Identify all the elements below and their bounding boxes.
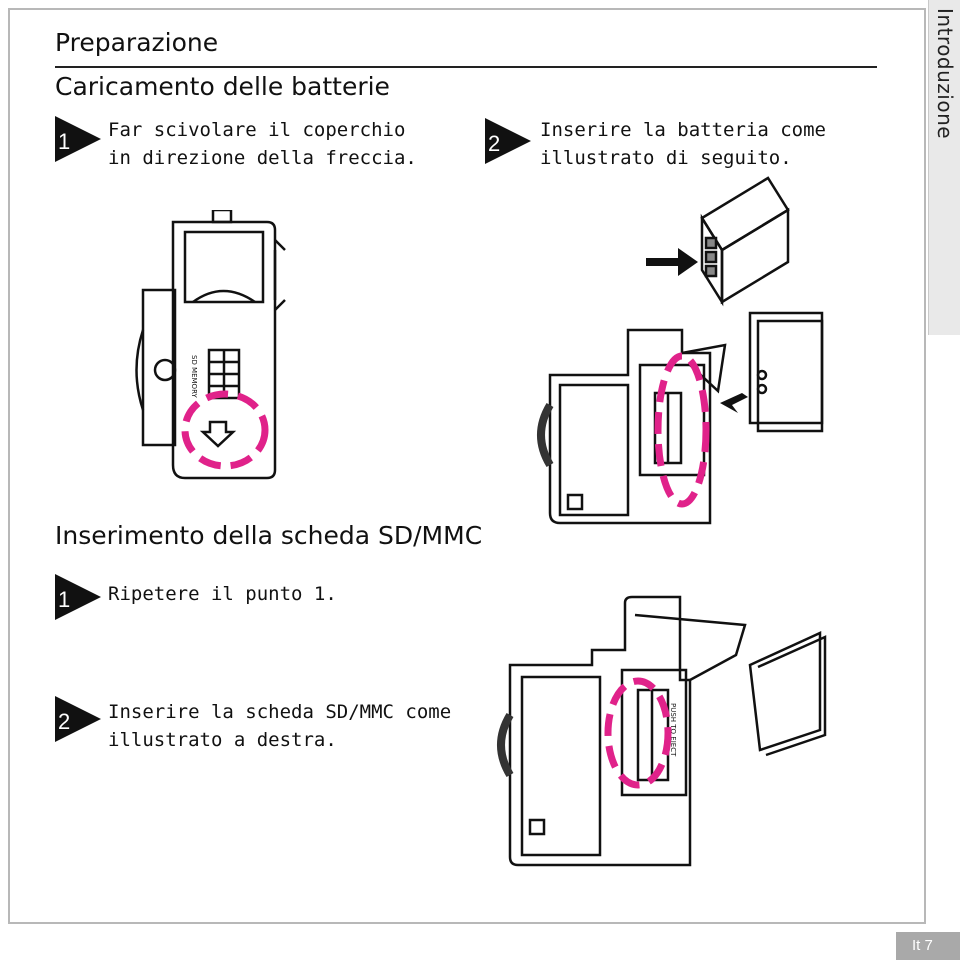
step-arrow-icon: 2 [485,118,531,164]
step-text-line: Ripetere il punto 1. [108,583,337,605]
page-number-badge: It 7 [896,932,960,960]
step-text-line: Inserire la batteria come [540,119,826,141]
highlight-ellipse [604,677,672,789]
battery-illustration [646,176,790,307]
insert-arrow-icon [720,393,748,413]
step-text-line: illustrato di seguito. [540,147,792,169]
title-rule [55,66,877,68]
step-text-line: in direzione della freccia. [108,147,417,169]
step-text-line: Inserire la scheda SD/MMC come [108,701,452,723]
page-title: Preparazione [55,28,219,57]
battery-compartment-illustration [537,311,824,525]
step-number: 2 [58,709,70,734]
step-arrow-icon: 1 [55,116,101,162]
section-title-card: Inserimento della scheda SD/MMC [55,521,483,550]
page-number: It 7 [912,937,933,954]
svg-text:PUSH TO EJECT: PUSH TO EJECT [669,703,677,757]
step-text-line: Far scivolare il coperchio [108,119,406,141]
section-tab-label: Introduzione [933,8,957,140]
step-text-line: illustrato a destra. [108,729,337,751]
step-arrow-icon: 2 [55,696,101,742]
section-tab[interactable]: Introduzione [928,0,960,335]
page-frame [8,8,926,924]
highlight-ellipse [654,352,710,508]
sd-card-illustration: PUSH TO EJECT [497,595,827,867]
step-number: 1 [58,129,70,154]
section-title-batteries: Caricamento delle batterie [55,72,390,101]
step-number: 1 [58,587,70,612]
camera-cover-illustration: SD MEMORY [135,210,286,480]
highlight-ellipse [181,390,269,470]
insert-arrow-icon [646,248,698,276]
svg-text:SD MEMORY: SD MEMORY [190,355,198,398]
step-arrow-icon: 1 [55,574,101,620]
step-number: 2 [488,131,500,156]
